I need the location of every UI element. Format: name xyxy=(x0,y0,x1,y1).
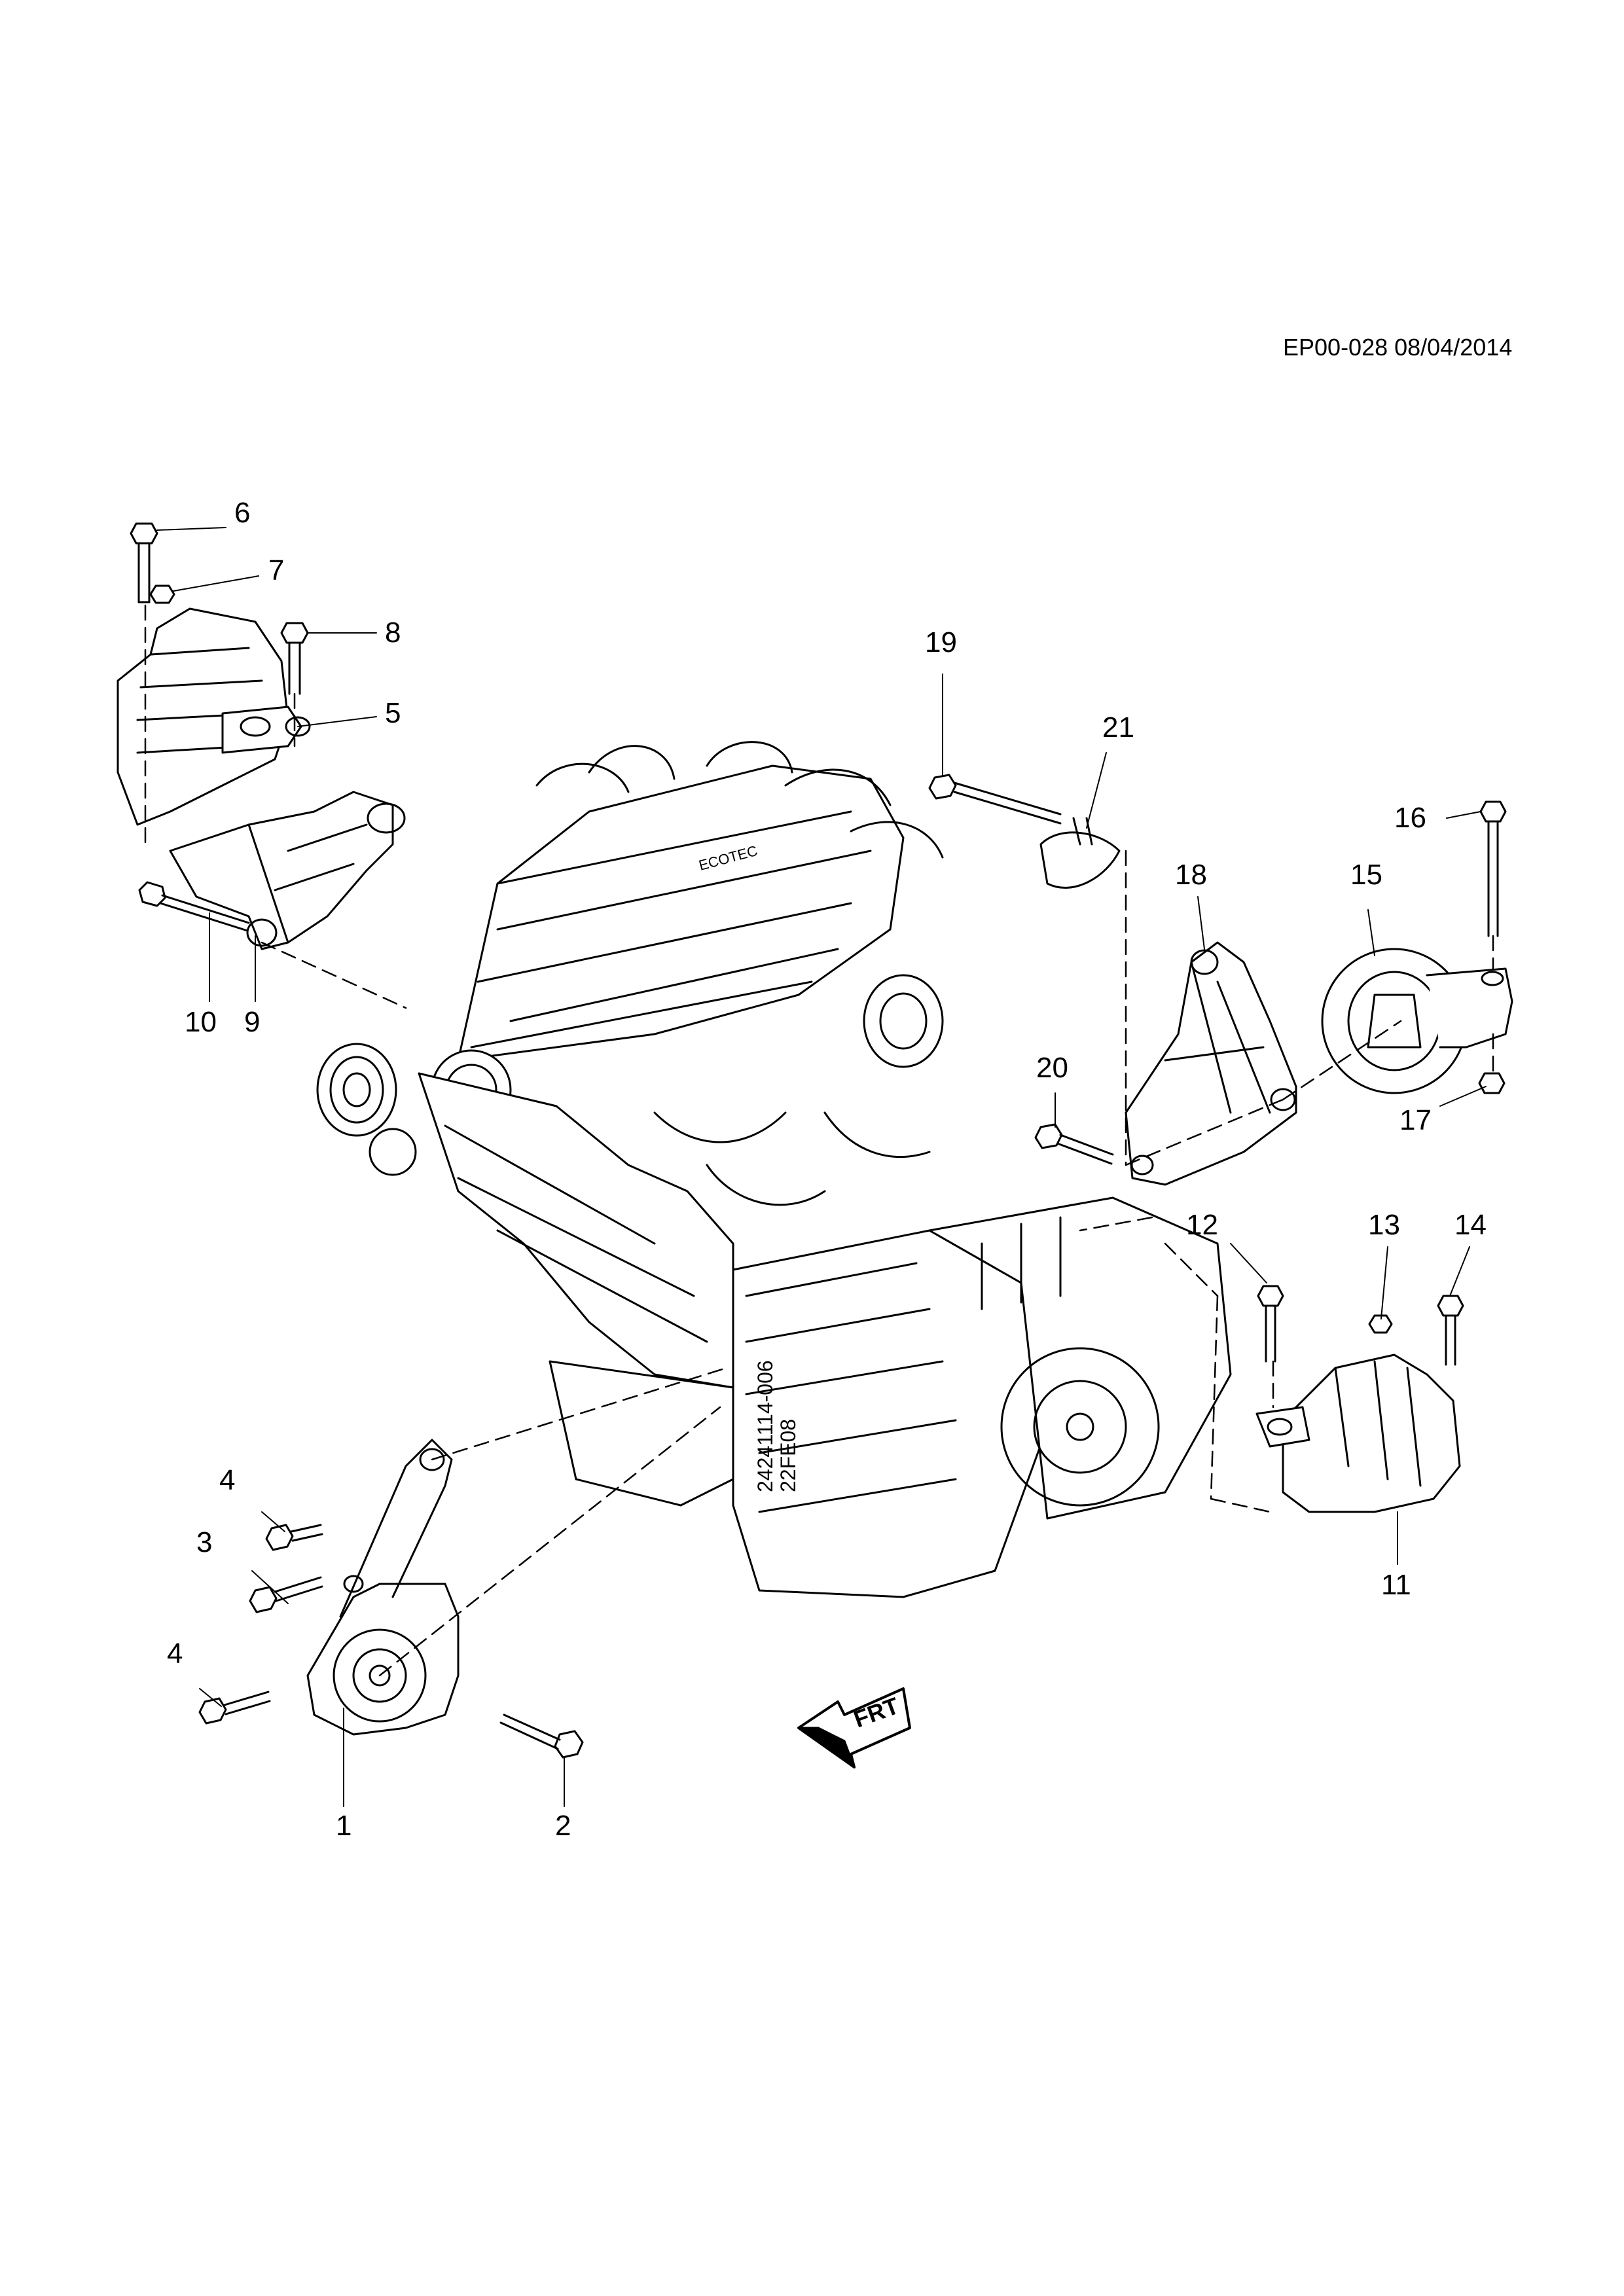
callout-19: 19 xyxy=(925,626,957,658)
bolt-19 xyxy=(928,774,1062,825)
callout-4b: 4 xyxy=(167,1638,183,1670)
callout-21: 21 xyxy=(1102,711,1134,744)
bolt-14 xyxy=(1437,1295,1464,1366)
callout-17: 17 xyxy=(1399,1104,1432,1136)
front-arrow-icon xyxy=(797,1687,911,1768)
nut-17 xyxy=(1478,1072,1506,1094)
bolt-3 xyxy=(249,1576,323,1613)
part-5-upper-mount xyxy=(117,607,311,826)
callout-14: 14 xyxy=(1454,1209,1487,1241)
callout-10: 10 xyxy=(185,1006,217,1038)
callout-7: 7 xyxy=(268,554,285,586)
callout-12: 12 xyxy=(1186,1209,1218,1241)
callout-18: 18 xyxy=(1175,859,1207,891)
callout-1: 1 xyxy=(336,1810,352,1842)
bolt-10 xyxy=(138,881,250,932)
callout-15: 15 xyxy=(1350,859,1382,891)
callout-4a: 4 xyxy=(219,1464,236,1496)
alignment-lines xyxy=(144,604,1494,1677)
part-9-bracket xyxy=(169,791,406,950)
engine-part-code-2: 22FE08 xyxy=(776,1419,800,1492)
engine-part-code-1: 24241114-006 xyxy=(753,1360,777,1492)
nut-13 xyxy=(1368,1314,1393,1334)
part-21-shield xyxy=(1039,817,1121,889)
callout-13: 13 xyxy=(1368,1209,1400,1241)
engine-assembly xyxy=(316,741,1232,1598)
bolt-12 xyxy=(1257,1285,1284,1363)
callout-6: 6 xyxy=(234,497,251,529)
part-1-lower-mount xyxy=(306,1439,460,1736)
callout-3: 3 xyxy=(196,1526,213,1558)
diagram-reference: EP00-028 08/04/2014 xyxy=(1283,334,1513,361)
part-15-mount xyxy=(1321,948,1513,1094)
callout-16: 16 xyxy=(1394,802,1426,834)
callout-2: 2 xyxy=(555,1810,571,1842)
callout-20: 20 xyxy=(1036,1052,1068,1084)
bolt-20 xyxy=(1034,1123,1114,1165)
bolt-2 xyxy=(499,1713,584,1759)
callout-9: 9 xyxy=(244,1006,261,1038)
bolt-4-upper xyxy=(265,1524,323,1551)
bolt-16 xyxy=(1479,800,1507,937)
bolt-8 xyxy=(280,622,309,695)
part-18-bracket xyxy=(1125,941,1297,1186)
callout-11: 11 xyxy=(1381,1569,1411,1601)
leader-lines xyxy=(156,527,1487,1807)
callout-5: 5 xyxy=(385,697,401,729)
part-11-mount xyxy=(1255,1354,1461,1513)
callout-8: 8 xyxy=(385,617,401,649)
bolt-6 xyxy=(130,522,158,603)
nut-7 xyxy=(149,584,175,604)
